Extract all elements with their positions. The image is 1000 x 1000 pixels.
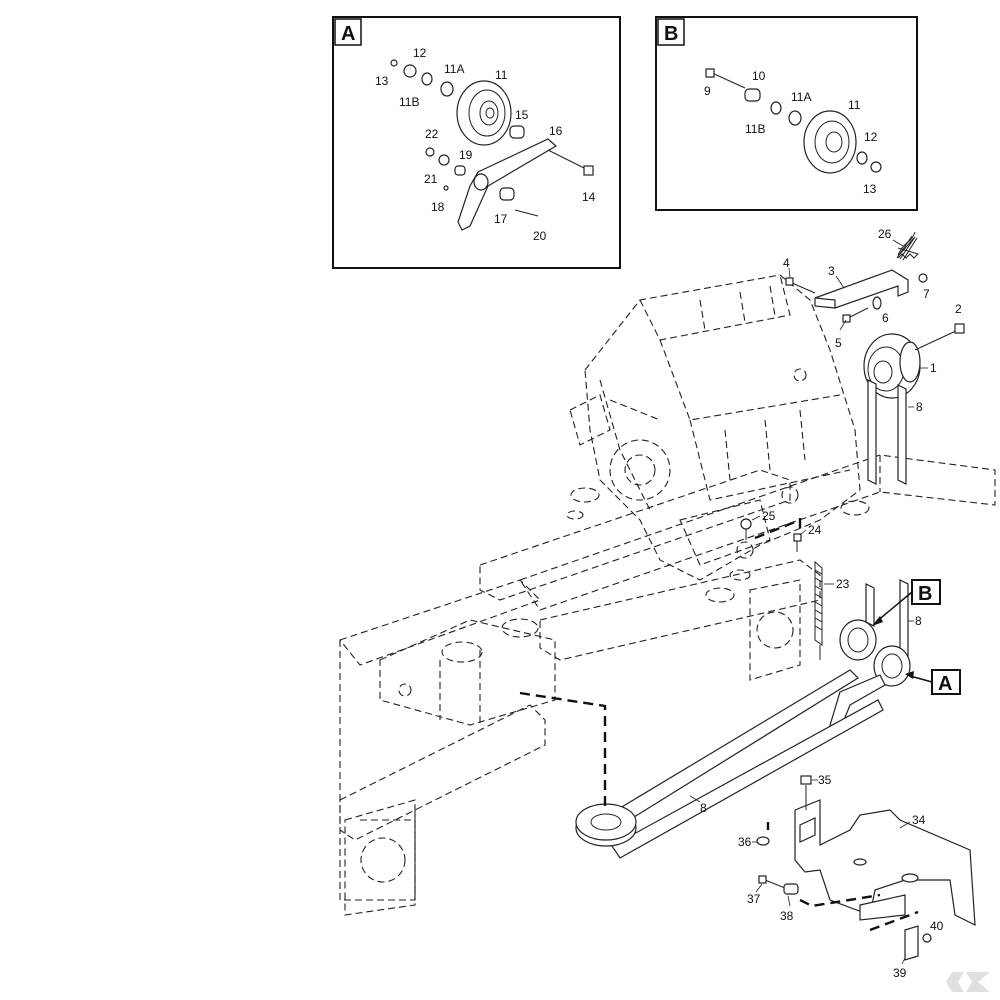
label-part-6: 6 [882, 311, 889, 325]
label-part-20: 20 [533, 229, 547, 243]
label-part-5: 5 [835, 336, 842, 350]
label-part-10: 10 [752, 69, 766, 83]
label-part-2: 2 [955, 302, 962, 316]
label-part-12: 12 [413, 46, 427, 60]
pulley-icon [803, 110, 857, 174]
arrow-icon [872, 616, 883, 626]
label-part-11b: 11B [745, 122, 765, 136]
main-labels: 26 4 3 7 6 2 5 1 8 25 24 23 8 8 35 34 36… [689, 227, 962, 980]
bolt-25-icon [740, 518, 752, 540]
label-part-19: 19 [459, 148, 473, 162]
label-part-8-lower: 8 [700, 801, 707, 815]
label-part-8-mid: 8 [915, 614, 922, 628]
detail-box-b: B 9 10 11A 11 11B 12 13 [655, 16, 918, 211]
label-part-8-upper: 8 [916, 400, 923, 414]
drive-pulley-icon [575, 803, 637, 847]
label-part-35: 35 [818, 773, 832, 787]
label-part-13: 13 [863, 182, 877, 196]
detail-box-b-label: B [664, 23, 678, 45]
detail-box-a-label: A [341, 23, 355, 45]
label-part-11a: 11A [444, 62, 464, 76]
label-part-34: 34 [912, 813, 926, 827]
label-part-11b: 11B [399, 95, 419, 109]
label-part-23: 23 [836, 577, 850, 591]
bracket-3 [785, 269, 928, 323]
label-part-11a: 11A [791, 90, 811, 104]
watermark-logo [946, 972, 990, 992]
label-part-11: 11 [495, 68, 508, 82]
label-part-26: 26 [878, 227, 892, 241]
engine-pulley-icon [863, 323, 965, 399]
label-part-21: 21 [424, 172, 438, 186]
callout-b-label: B [918, 583, 932, 605]
label-part-14: 14 [582, 190, 596, 204]
label-part-13: 13 [375, 74, 389, 88]
spring-icon [896, 231, 919, 261]
bracket-34 [756, 775, 976, 961]
label-part-1: 1 [930, 361, 937, 375]
spring-23-icon [814, 560, 823, 660]
label-part-38: 38 [780, 909, 794, 923]
label-part-16: 16 [549, 124, 563, 138]
label-part-4: 4 [783, 256, 790, 270]
label-part-39: 39 [893, 966, 907, 980]
belt-upper [865, 379, 909, 667]
detail-b-labels: 9 10 11A 11 11B 12 13 [704, 69, 878, 196]
label-part-15: 15 [515, 108, 529, 122]
pulley-icon [456, 80, 512, 146]
idler-pulley-b-icon [839, 619, 877, 661]
label-part-36: 36 [738, 835, 752, 849]
label-part-37: 37 [747, 892, 761, 906]
label-part-24: 24 [808, 523, 822, 537]
label-part-11: 11 [848, 98, 861, 112]
label-part-9: 9 [704, 84, 711, 98]
label-part-17: 17 [494, 212, 508, 226]
callout-a-label: A [938, 673, 952, 695]
callout-b: B [872, 579, 941, 626]
label-part-40: 40 [930, 919, 944, 933]
label-part-18: 18 [431, 200, 445, 214]
detail-a-labels: 13 12 11A 11 11B 15 16 22 19 21 18 17 20… [375, 46, 596, 243]
label-part-22: 22 [425, 127, 439, 141]
detail-box-a: A 13 12 11A [332, 16, 621, 269]
arrow-icon [905, 671, 914, 679]
chassis-frame [339, 454, 996, 916]
label-part-12: 12 [864, 130, 878, 144]
label-part-7: 7 [923, 287, 930, 301]
callout-a: A [905, 669, 961, 695]
label-part-25: 25 [762, 509, 776, 523]
bolt-24-icon [793, 533, 802, 552]
label-part-3: 3 [828, 264, 835, 278]
